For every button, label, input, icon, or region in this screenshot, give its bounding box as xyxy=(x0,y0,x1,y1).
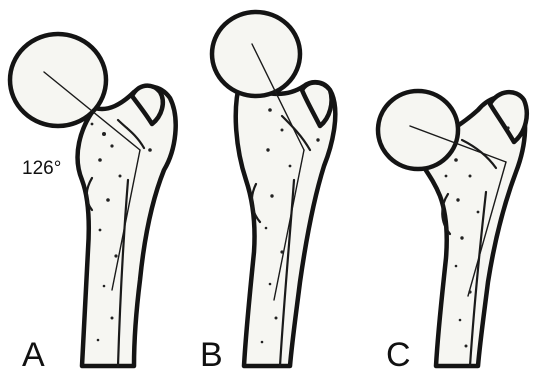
femur-c-head xyxy=(378,91,458,169)
femur-a-head xyxy=(10,34,106,126)
femur-a: 126° A xyxy=(10,34,176,374)
angle-label-a: 126° xyxy=(22,158,61,179)
panel-label-c: C xyxy=(386,336,411,374)
panel-label-b: B xyxy=(200,336,223,374)
femur-b-head xyxy=(212,12,300,96)
femur-b: B xyxy=(200,12,335,374)
femur-c: C xyxy=(378,91,527,374)
panel-label-a: A xyxy=(22,336,45,374)
